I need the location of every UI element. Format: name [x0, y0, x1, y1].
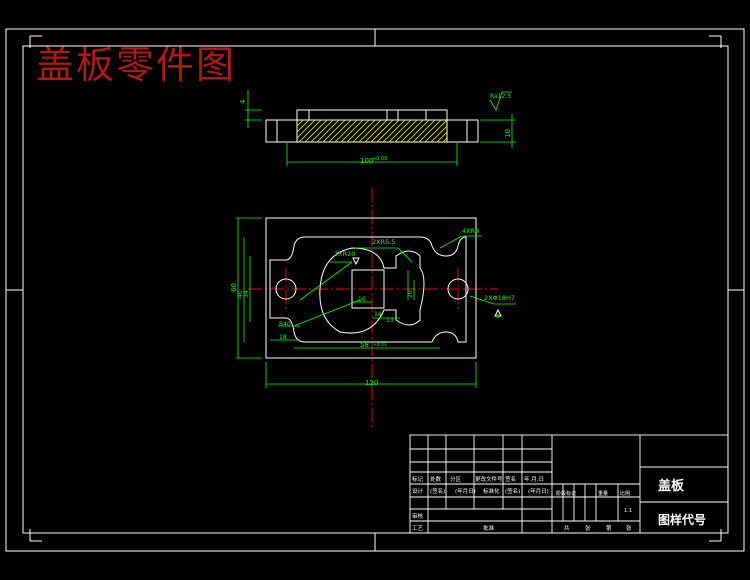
hatch-line	[296, 119, 316, 139]
tb-craft: 工艺	[412, 525, 424, 532]
drawing-frame	[5, 28, 745, 552]
tb-sheet: 张	[626, 524, 632, 532]
tb-sign3: (签名)	[505, 487, 520, 495]
hatch-line	[340, 119, 364, 143]
tb-stage: 阶段标记	[556, 490, 576, 497]
tb-review: 审核	[412, 512, 424, 520]
drawing-heading: 盖板零件图	[36, 43, 237, 87]
hatch-line	[412, 119, 436, 143]
tb-no: 第	[606, 524, 612, 532]
dim-r40: R40	[279, 321, 291, 328]
tb-part-name: 盖板	[658, 478, 685, 494]
tb-count: 处数	[430, 475, 442, 483]
keyhole-outline	[319, 247, 425, 334]
dim-overall-length: 120	[365, 379, 378, 387]
tb-sign: 签名	[505, 475, 516, 483]
dim-10: 10	[358, 296, 366, 303]
hatch-line	[358, 119, 382, 143]
title-block	[409, 434, 729, 534]
dim-overall-width: 60	[230, 283, 238, 292]
tb-date3: (年月日)	[528, 487, 549, 495]
hatch-pattern	[296, 119, 448, 143]
hatch-line	[296, 119, 304, 127]
tb-approve: 批准	[483, 524, 495, 532]
hatch-line	[394, 119, 418, 143]
pocket-outline	[269, 236, 467, 343]
hole-right	[447, 278, 469, 300]
tb-scale: 比例	[620, 490, 630, 497]
tb-date2: (年月日)	[455, 487, 476, 495]
dim-13: 13	[386, 317, 394, 324]
callout-4xr8: 4XR8	[462, 227, 479, 235]
dim-slot-tol: +0.03	[373, 342, 387, 348]
tb-change: 更改文件号	[475, 475, 503, 483]
tb-scale-value: 1:1	[624, 508, 632, 514]
hatch-line	[322, 119, 346, 143]
tb-mark: 标记	[412, 475, 424, 483]
tb-date: 年.月.日	[524, 475, 544, 483]
dim-height-10: 10	[504, 129, 512, 138]
hatch-line	[388, 119, 412, 143]
hatch-line	[442, 137, 448, 143]
hatch-line	[376, 119, 400, 143]
tb-sign2: (签名)	[430, 487, 445, 495]
dim-6: 6	[496, 314, 500, 320]
hatch-line	[316, 119, 340, 143]
tb-design: 设计	[412, 487, 424, 495]
hatch-line	[370, 119, 394, 143]
hatch-line	[418, 119, 442, 143]
callout-2xr55: 2XR5.5	[372, 238, 395, 246]
hatch-line	[424, 119, 448, 143]
dim-height-4: 4	[239, 99, 247, 104]
center-lines	[248, 188, 498, 430]
hatch-line	[406, 119, 430, 143]
dim-20: 20	[407, 290, 414, 298]
hatch-line	[400, 119, 424, 143]
plate-outline	[265, 217, 477, 359]
section-view: 100 +0.08 4 10 Ra12.5	[239, 90, 516, 166]
tb-std: 标准化	[483, 487, 500, 495]
tb-weight: 重量	[598, 490, 608, 497]
tb-zone: 分区	[450, 475, 462, 483]
callout-2xr20: 2XR20	[334, 250, 355, 258]
tb-drawing-code: 图样代号	[658, 512, 706, 527]
callout-hole: 2XΦ18H7	[484, 294, 515, 302]
dim-left-18: 18	[279, 334, 287, 341]
dim-width-inner2: 34	[243, 290, 250, 298]
surface-finish-label: Ra12.5	[490, 93, 511, 100]
hatch-line	[430, 125, 448, 143]
dim-14: 14	[374, 311, 382, 318]
hatch-line	[296, 119, 310, 133]
hatch-line	[304, 119, 328, 143]
hatch-line	[364, 119, 388, 143]
dim-length-100: 100	[360, 157, 373, 165]
plan-view: 120 60 40 34 58 +0.03 18 R40 2XR20 2XR5.…	[230, 188, 516, 430]
hatch-line	[436, 131, 448, 143]
tb-sheets: 张	[585, 524, 591, 532]
hole-left	[275, 278, 297, 300]
tb-total: 共	[564, 524, 570, 532]
hatch-line	[346, 119, 370, 143]
hatch-line	[382, 119, 406, 143]
hatch-line	[310, 119, 334, 143]
hatch-line	[328, 119, 352, 143]
dim-slot: 58	[360, 341, 369, 349]
hatch-line	[298, 119, 322, 143]
title-block-text: 标记 处数 分区 更改文件号 签名 年.月.日 设计 (签名) (年月日) 标准…	[412, 475, 706, 532]
dim-length-tol: +0.08	[372, 156, 387, 162]
hatch-line	[352, 119, 376, 143]
dim-width-inner: 40	[237, 290, 244, 298]
hatch-line	[334, 119, 358, 143]
